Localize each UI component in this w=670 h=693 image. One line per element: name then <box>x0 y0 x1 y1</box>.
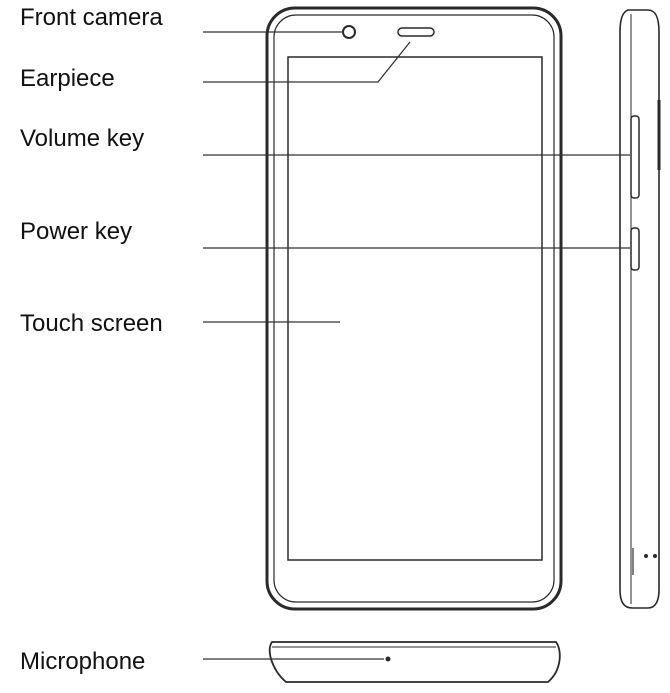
earpiece-label: Earpiece <box>20 65 115 92</box>
side-port-dot-2 <box>653 554 657 558</box>
leader-lines <box>203 31 630 660</box>
side-port-dot-1 <box>644 554 648 558</box>
phone-body-outer <box>265 6 563 611</box>
touch-screen-label: Touch screen <box>20 310 163 337</box>
microphone-label: Microphone <box>20 648 146 675</box>
earpiece-grille <box>397 27 435 37</box>
phone-side-view <box>619 9 661 609</box>
phone-body-inner <box>273 14 555 603</box>
touch-screen-area <box>287 56 543 561</box>
earpiece-leader <box>203 41 411 83</box>
bottom-body-outline <box>268 641 561 683</box>
volume-key-label: Volume key <box>20 125 145 152</box>
phone-bottom-view <box>268 641 561 683</box>
power-key-button <box>630 227 640 271</box>
microphone-hole <box>385 656 391 662</box>
volume-key-button <box>630 115 640 199</box>
phone-front-view <box>265 6 563 611</box>
power-key-label: Power key <box>20 218 133 245</box>
side-body-outline <box>619 9 660 609</box>
front-camera-lens <box>342 25 356 39</box>
front-camera-label: Front camera <box>20 4 163 31</box>
